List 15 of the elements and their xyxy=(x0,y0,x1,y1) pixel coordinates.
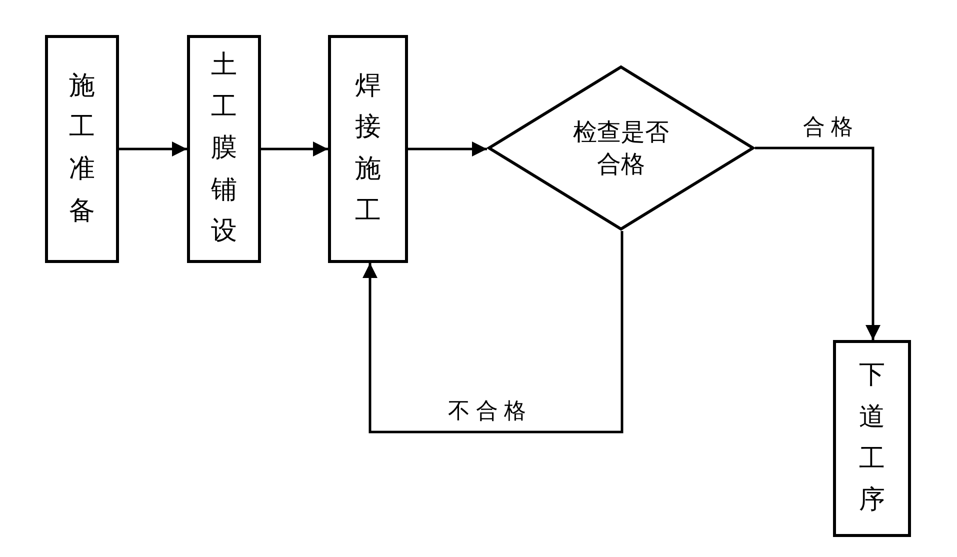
node-text: 焊接施工 xyxy=(355,70,381,228)
arrow xyxy=(362,231,624,434)
process-box xyxy=(328,35,408,263)
node-text: 检查是否合格 xyxy=(572,116,670,180)
process-box xyxy=(45,35,119,263)
process-box xyxy=(187,35,261,263)
arrow xyxy=(119,142,187,156)
arrow xyxy=(408,142,487,156)
node-text: 下道工序 xyxy=(859,359,885,518)
arrow xyxy=(261,142,328,156)
arrow xyxy=(755,146,880,340)
decision-diamond xyxy=(487,65,755,231)
process-box xyxy=(833,340,911,537)
node-text: 施工准备 xyxy=(69,70,95,228)
node-text: 土工膜铺设 xyxy=(211,49,237,248)
